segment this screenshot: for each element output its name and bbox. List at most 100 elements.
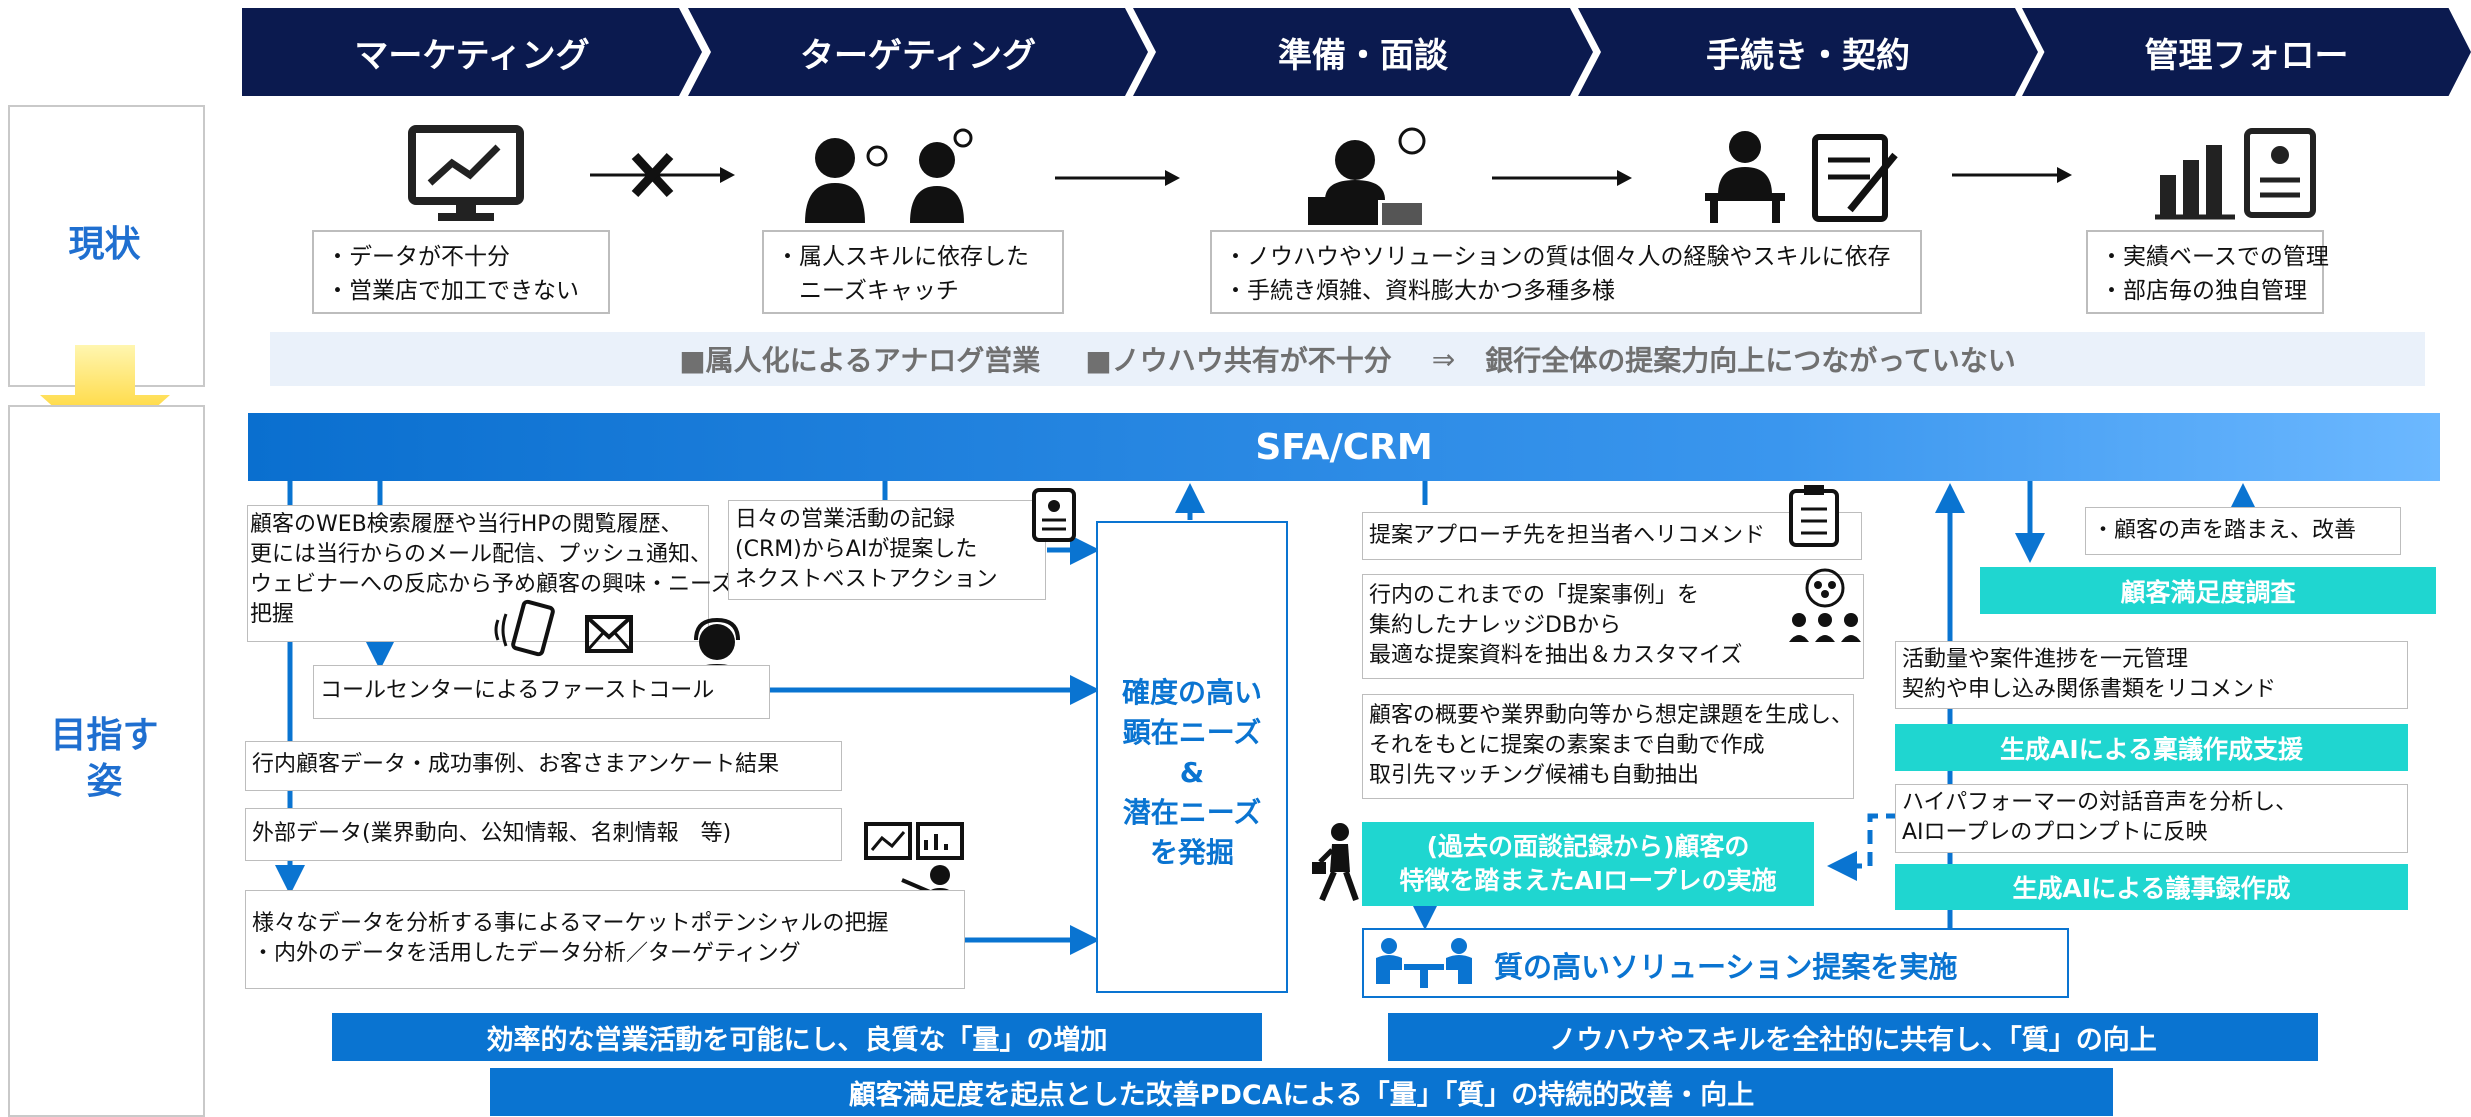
arrow-right-icon-2 — [1492, 170, 1632, 186]
issue-arrow: ⇒ — [1431, 342, 1456, 376]
pdca-improvement-text: 顧客満足度を起点とした改善PDCAによる「量」「質」の持続的改善・向上 — [848, 1079, 1755, 1111]
needs-line4: 潜在ニーズ — [1122, 796, 1262, 829]
ai-roleplay-line1: (過去の面談記録から)顧客の — [1426, 832, 1750, 861]
stage-preparation-meeting: 準備・面談 — [1133, 8, 1593, 96]
web-behavior-line4: 把握 — [250, 602, 295, 627]
internal-data-text: 行内顧客データ・成功事例、お客さまアンケート結果 — [252, 752, 780, 777]
monitor-chart-icon — [408, 125, 524, 221]
arrow-right-icon — [1055, 170, 1180, 186]
meeting-table-icon — [1376, 938, 1472, 988]
chart-report-icon — [2155, 128, 2316, 220]
issue-generation-box: 顧客の概要や業界動向等から想定課題を生成し、 それをもとに提案の素案まで自動で作… — [1362, 694, 1854, 799]
activity-management-line2: 契約や申し込み関係書類をリコメンド — [1902, 677, 2277, 702]
current-label: 現状 — [68, 224, 141, 265]
ai-roleplay-line2: 特徴を踏まえたAIロープレの実施 — [1399, 866, 1777, 895]
outcome-quantity-bar: 効率的な営業活動を可能にし、良質な「量」の増加 — [332, 1013, 1262, 1061]
desk-documents-icon — [1705, 131, 1898, 223]
stage-management-followup: 管理フォロー — [2022, 8, 2471, 96]
knowledge-db-line2: 集約したナレッジDBから — [1369, 613, 1622, 638]
internal-data-box: 行内顧客データ・成功事例、お客さまアンケート結果 — [245, 741, 842, 791]
mail-icon — [585, 615, 633, 653]
sfa-crm-bar: SFA/CRM — [248, 413, 2440, 481]
customer-voice-box: ・顧客の声を踏まえ、改善 — [2085, 507, 2401, 555]
knowledge-db-box: 行内のこれまでの「提案事例」を 集約したナレッジDBから 最適な提案資料を抽出＆… — [1362, 574, 1864, 679]
arrow-right-icon-3 — [1952, 167, 2072, 183]
current-section-frame — [8, 105, 205, 387]
current-box-marketing-line1: ・データが不十分 — [326, 244, 510, 270]
daily-activity-line3: ネクストベストアクション — [735, 567, 998, 592]
target-label-line2: 姿 — [86, 761, 123, 802]
web-behavior-box: 顧客のWEB検索履歴や当行HPの閲覧履歴、 更には当行からのメール配信、プッシュ… — [247, 505, 755, 642]
voice-analysis-line1: ハイパフォーマーの対話音声を分析し、 — [1902, 790, 2298, 815]
current-box-preparation-line2: ・手続き煩雑、資料膨大かつ多種多様 — [1224, 278, 1615, 304]
minutes-generation-bar: 生成AIによる議事録作成 — [1895, 864, 2408, 910]
report-icon — [1032, 488, 1076, 542]
activity-management-box: 活動量や案件進捗を一元管理 契約や申し込み関係書類をリコメンド — [1895, 641, 2408, 709]
ringi-support-text: 生成AIによる稟議作成支援 — [2000, 734, 2303, 764]
issue-knowhow-sharing: ■ノウハウ共有が不十分 — [1085, 344, 1392, 377]
pdca-improvement-bar: 顧客満足度を起点とした改善PDCAによる「量」「質」の持続的改善・向上 — [490, 1068, 2113, 1116]
recommend-box: 提案アプローチ先を担当者へリコメンド — [1362, 512, 1862, 560]
down-arrow-icon — [40, 345, 170, 453]
knowledge-db-line3: 最適な提案資料を抽出＆カスタマイズ — [1369, 643, 1743, 668]
current-box-management: ・実績ベースでの管理 ・部店毎の独自管理 — [2086, 230, 2329, 314]
stage-procedure-contract: 手続き・契約 — [1578, 8, 2038, 96]
current-box-targeting-line2: ニーズキャッチ — [776, 278, 959, 304]
web-behavior-line2: 更には当行からのメール配信、プッシュ通知、 — [250, 542, 713, 567]
activity-management-line1: 活動量や案件進捗を一元管理 — [1902, 647, 2189, 672]
market-potential-line1: 様々なデータを分析する事によるマーケットポテンシャルの把握 — [252, 911, 889, 936]
solution-proposal-box: 質の高いソリューション提案を実施 — [1362, 928, 2069, 998]
current-box-preparation-line1: ・ノウハウやソリューションの質は個々人の経験やスキルに依存 — [1224, 244, 1891, 270]
current-box-targeting: ・属人スキルに依存した ニーズキャッチ — [762, 230, 1064, 314]
current-box-management-line2: ・部店毎の独自管理 — [2100, 278, 2307, 304]
needs-line1: 確度の高い — [1121, 676, 1262, 709]
current-box-management-line1: ・実績ベースでの管理 — [2100, 244, 2329, 270]
stage-targeting: ターゲティング — [688, 8, 1148, 96]
daily-activity-line2: (CRM)からAIが提案した — [735, 537, 978, 562]
web-behavior-line3: ウェビナーへの反応から予め顧客の興味・ニーズを — [250, 572, 755, 597]
sfa-crm-label: SFA/CRM — [1255, 426, 1433, 468]
issue-generation-line2: それをもとに提案の素案まで自動で作成 — [1369, 733, 1765, 758]
market-potential-box: 様々なデータを分析する事によるマーケットポテンシャルの把握 ・内外のデータを活用… — [245, 890, 965, 989]
current-box-marketing: ・データが不十分 ・営業店で加工できない — [312, 230, 610, 314]
needs-line2: 顕在ニーズ — [1122, 716, 1262, 749]
market-potential-line2: ・内外のデータを活用したデータ分析／ターゲティング — [252, 941, 801, 966]
target-label-line1: 目指す — [50, 715, 159, 756]
call-center-box: コールセンターによるファーストコール — [313, 665, 770, 719]
current-box-preparation: ・ノウハウやソリューションの質は個々人の経験やスキルに依存 ・手続き煩雑、資料膨… — [1210, 230, 1922, 314]
needs-discovery-box: 確度の高い 顕在ニーズ & 潜在ニーズ を発掘 — [1096, 521, 1288, 993]
daily-activity-line1: 日々の営業活動の記録 — [735, 507, 956, 532]
recommend-text: 提案アプローチ先を担当者へリコメンド — [1369, 523, 1766, 548]
current-box-marketing-line2: ・営業店で加工できない — [326, 278, 579, 304]
needs-line3: & — [1179, 756, 1205, 789]
ringi-support-bar: 生成AIによる稟議作成支援 — [1895, 724, 2408, 771]
phone-icon — [494, 599, 555, 657]
voice-analysis-line2: AIロープレのプロンプトに反映 — [1902, 820, 2208, 845]
web-behavior-line1: 顧客のWEB検索履歴や当行HPの閲覧履歴、 — [250, 512, 683, 537]
current-box-targeting-line1: ・属人スキルに依存した — [776, 244, 1029, 270]
outcome-quantity-text: 効率的な営業活動を可能にし、良質な「量」の増加 — [486, 1024, 1108, 1056]
customer-satisfaction-survey-text: 顧客満足度調査 — [2120, 577, 2296, 607]
knowledge-db-line1: 行内のこれまでの「提案事例」を — [1369, 583, 1700, 608]
issue-analog-sales: ■属人化によるアナログ営業 — [679, 344, 1041, 377]
solution-proposal-text: 質の高いソリューション提案を実施 — [1494, 950, 1958, 984]
stressed-person-icon — [1308, 127, 1426, 225]
external-data-text: 外部データ(業界動向、公知情報、名刺情報 等) — [252, 821, 732, 846]
stage-marketing: マーケティング — [242, 8, 702, 96]
team-ideas-icon — [1789, 568, 1861, 642]
customer-satisfaction-survey-bar: 顧客満足度調査 — [1980, 567, 2436, 614]
daily-activity-box: 日々の営業活動の記録 (CRM)からAIが提案した ネクストベストアクション — [728, 500, 1046, 600]
issue-generation-line3: 取引先マッチング候補も自動抽出 — [1369, 763, 1700, 788]
outcome-quality-bar: ノウハウやスキルを全社的に共有し、「質」の向上 — [1388, 1013, 2318, 1061]
issue-generation-line1: 顧客の概要や業界動向等から想定課題を生成し、 — [1369, 703, 1854, 728]
target-section-frame — [8, 405, 205, 1117]
ai-roleplay-bar: (過去の面談記録から)顧客の 特徴を踏まえたAIロープレの実施 — [1362, 822, 1814, 906]
businessman-walking-icon — [1312, 823, 1359, 902]
needs-line5: を発掘 — [1149, 836, 1234, 869]
external-data-box: 外部データ(業界動向、公知情報、名刺情報 等) — [245, 808, 842, 861]
minutes-generation-text: 生成AIによる議事録作成 — [2012, 874, 2291, 903]
call-center-text: コールセンターによるファーストコール — [320, 678, 715, 703]
checklist-icon — [1789, 485, 1839, 547]
outcome-quality-text: ノウハウやスキルを全社的に共有し、「質」の向上 — [1549, 1024, 2157, 1056]
